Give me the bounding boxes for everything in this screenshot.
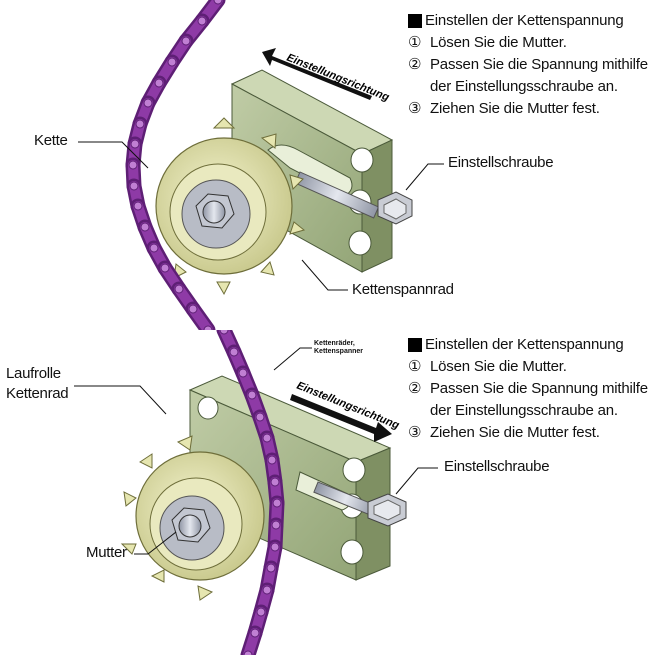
step-text: Passen Sie die Spannung mithilfe [430, 380, 648, 397]
step-text-continued: der Einstellungsschraube an. [430, 78, 618, 95]
instructions-panel: Einstellen der Kettenspannung ① Lösen Sie… [408, 334, 648, 444]
sprocket-tensioner-label: Kettenräder, Kettenspanner [314, 340, 363, 356]
step-number: ③ [408, 100, 422, 117]
sprocket [120, 435, 265, 601]
chain-pin [188, 304, 198, 314]
chain-pin [267, 455, 277, 465]
chain-pin [154, 78, 164, 88]
step-number: ③ [408, 424, 422, 441]
leader-lines [74, 347, 438, 555]
step-number: ② [408, 380, 422, 397]
chain-label: Kette [34, 132, 68, 149]
step-text: Ziehen Sie die Mutter fest. [430, 424, 600, 441]
instructions-title: Einstellen der Kettenspannung [425, 336, 624, 353]
chain-pin [167, 57, 177, 67]
step-text-continued: der Einstellungsschraube an. [430, 402, 618, 419]
chain-pin [203, 325, 213, 330]
plate-hole [340, 539, 364, 565]
chain-pin [270, 477, 280, 487]
adjust-screw-label: Einstellschraube [444, 458, 550, 475]
chain-pin [213, 0, 223, 5]
chain-pin [247, 390, 257, 400]
step-text: Ziehen Sie die Mutter fest. [430, 100, 600, 117]
chain-pin [266, 563, 276, 573]
chain [125, 0, 226, 330]
chain-pin [135, 119, 145, 129]
chain-pin [181, 36, 191, 46]
nut-label: Mutter [86, 544, 127, 561]
chain-pin [129, 181, 139, 191]
chain-pin [271, 520, 281, 530]
adjust-screw [313, 481, 407, 527]
top-figure: Einstellungsrichtung Einstellen der Kett… [34, 0, 648, 330]
direction-arrow [262, 48, 372, 100]
step-number: ① [408, 34, 422, 51]
chain-pin [250, 628, 260, 638]
chain-pin [149, 243, 159, 253]
step-text: Passen Sie die Spannung mithilfe [430, 56, 648, 73]
chain-pin [238, 368, 248, 378]
direction-arrow [290, 394, 392, 442]
chain-pin [272, 498, 282, 508]
chain-pin [229, 347, 239, 357]
sprocket-tensioner-label-line2: Kettenspanner [314, 348, 364, 355]
plate-hole [342, 457, 366, 483]
roller-label: Laufrolle [6, 365, 61, 382]
adjust-screw-label: Einstellschraube [448, 154, 554, 171]
chain-pin [143, 98, 153, 108]
leader-lines [78, 141, 444, 291]
chain-pin [243, 650, 253, 655]
sprocket-label: Kettenrad [6, 385, 69, 402]
step-text: Lösen Sie die Mutter. [430, 358, 567, 375]
step-number: ① [408, 358, 422, 375]
sprocket-tensioner-label-line1: Kettenräder, [314, 340, 355, 347]
chain-pin [197, 16, 207, 26]
chain-pin [160, 263, 170, 273]
sprocket-label: Kettenspannrad [352, 281, 454, 298]
bottom-illustration: Einstellungsrichtung [74, 330, 438, 655]
chain-pin [255, 412, 265, 422]
plate-hole [197, 396, 219, 420]
chain-pin [262, 585, 272, 595]
instructions-panel: Einstellen der Kettenspannung ① Lösen Sie… [408, 10, 648, 120]
top-illustration: Einstellungsrichtung [78, 0, 444, 330]
chain-pin [219, 330, 229, 335]
chain [216, 330, 285, 655]
adjust-screw [294, 171, 413, 225]
chain-pin [140, 222, 150, 232]
square-bullet-icon [408, 14, 422, 28]
sprocket [155, 117, 306, 296]
chain-pin [128, 160, 138, 170]
chain-pin [130, 139, 140, 149]
chain-pin [262, 433, 272, 443]
chain-pin [133, 201, 143, 211]
roller-sprocket-label: Laufrolle Kettenrad [6, 364, 69, 404]
bottom-figure: Einstellungsrichtung Einstellen der Kett… [0, 330, 666, 655]
step-text: Lösen Sie die Mutter. [430, 34, 567, 51]
step-number: ② [408, 56, 422, 73]
square-bullet-icon [408, 338, 422, 352]
chain-pin [256, 607, 266, 617]
chain-pin [174, 284, 184, 294]
plate-hole [348, 230, 372, 256]
chain-pin [270, 542, 280, 552]
instructions-title: Einstellen der Kettenspannung [425, 12, 624, 29]
plate-hole [350, 147, 374, 173]
